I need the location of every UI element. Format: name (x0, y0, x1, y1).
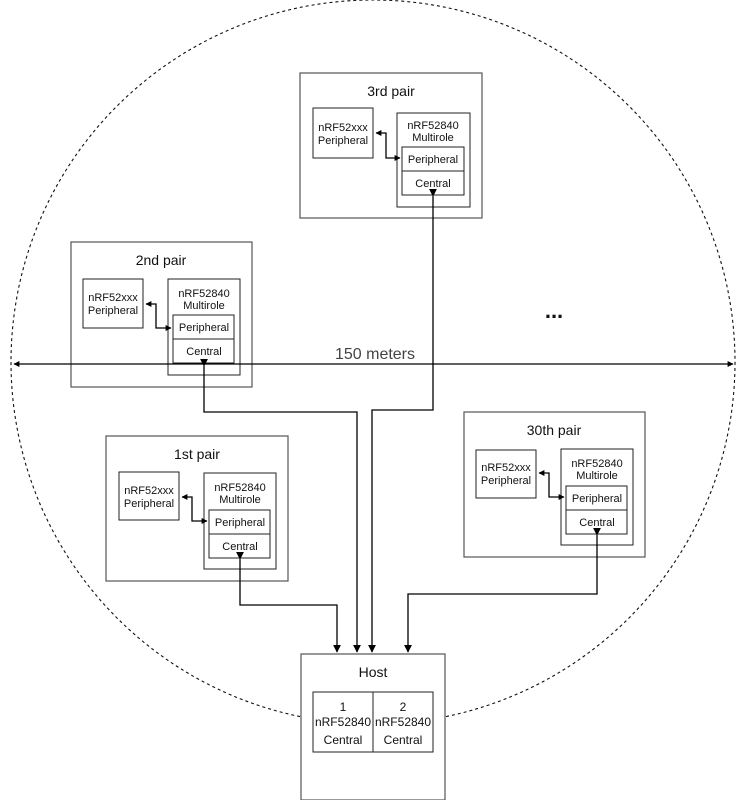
connection-3rd-pair (368, 188, 437, 653)
multirole-label: Multirole (576, 470, 618, 482)
pair-1st: 1st pair nRF52xxx Peripheral nRF52840 Mu… (105, 435, 289, 582)
peripheral-role: Peripheral (179, 322, 229, 334)
host-central-number: 1 (340, 700, 347, 714)
multirole-device-name: nRF52840 (178, 288, 229, 300)
connection-1st-pair (236, 551, 341, 653)
multirole-label: Multirole (219, 494, 261, 506)
pair-title: 2nd pair (136, 252, 187, 268)
connection-30th-pair (404, 527, 601, 653)
multirole-label: Multirole (412, 132, 454, 144)
host: Host 1 nRF52840 Central 2 nRF52840 Centr… (300, 653, 446, 800)
peripheral-role: Peripheral (408, 154, 458, 166)
central-role: Central (415, 178, 450, 190)
pair-2nd: 2nd pair nRF52xxx Peripheral nRF52840 Mu… (70, 241, 253, 388)
ellipsis: ... (545, 298, 563, 323)
host-central-number: 2 (400, 700, 407, 714)
host-title: Host (359, 664, 388, 680)
peripheral-device-name: nRF52xxx (318, 122, 368, 134)
peripheral-device-role: Peripheral (88, 305, 138, 317)
multirole-device-name: nRF52840 (214, 482, 265, 494)
multirole-label: Multirole (183, 300, 225, 312)
host-central-role: Central (384, 733, 423, 747)
peripheral-device-role: Peripheral (318, 135, 368, 147)
peripheral-device-name: nRF52xxx (88, 292, 138, 304)
pair-title: 3rd pair (367, 83, 415, 99)
pair-30th: 30th pair nRF52xxx Peripheral nRF52840 M… (463, 411, 646, 558)
range-circle (10, 0, 736, 725)
connection-2nd-pair (200, 358, 361, 653)
peripheral-device-name: nRF52xxx (124, 485, 174, 497)
host-central-device: nRF52840 (315, 715, 371, 729)
central-role: Central (579, 517, 614, 529)
multirole-device-name: nRF52840 (571, 458, 622, 470)
peripheral-role: Peripheral (572, 493, 622, 505)
pair-title: 30th pair (527, 422, 582, 438)
multirole-device-name: nRF52840 (407, 120, 458, 132)
central-role: Central (222, 541, 257, 553)
peripheral-role: Peripheral (215, 517, 265, 529)
peripheral-device-name: nRF52xxx (481, 462, 531, 474)
host-central-device: nRF52840 (375, 715, 431, 729)
peripheral-device-role: Peripheral (124, 498, 174, 510)
pair-3rd: 3rd pair nRF52xxx Peripheral nRF52840 Mu… (299, 72, 483, 219)
range-label: 150 meters (335, 346, 415, 363)
host-central-role: Central (324, 733, 363, 747)
pair-title: 1st pair (174, 446, 220, 462)
central-role: Central (186, 346, 221, 358)
peripheral-device-role: Peripheral (481, 475, 531, 487)
host-connections (200, 188, 601, 653)
